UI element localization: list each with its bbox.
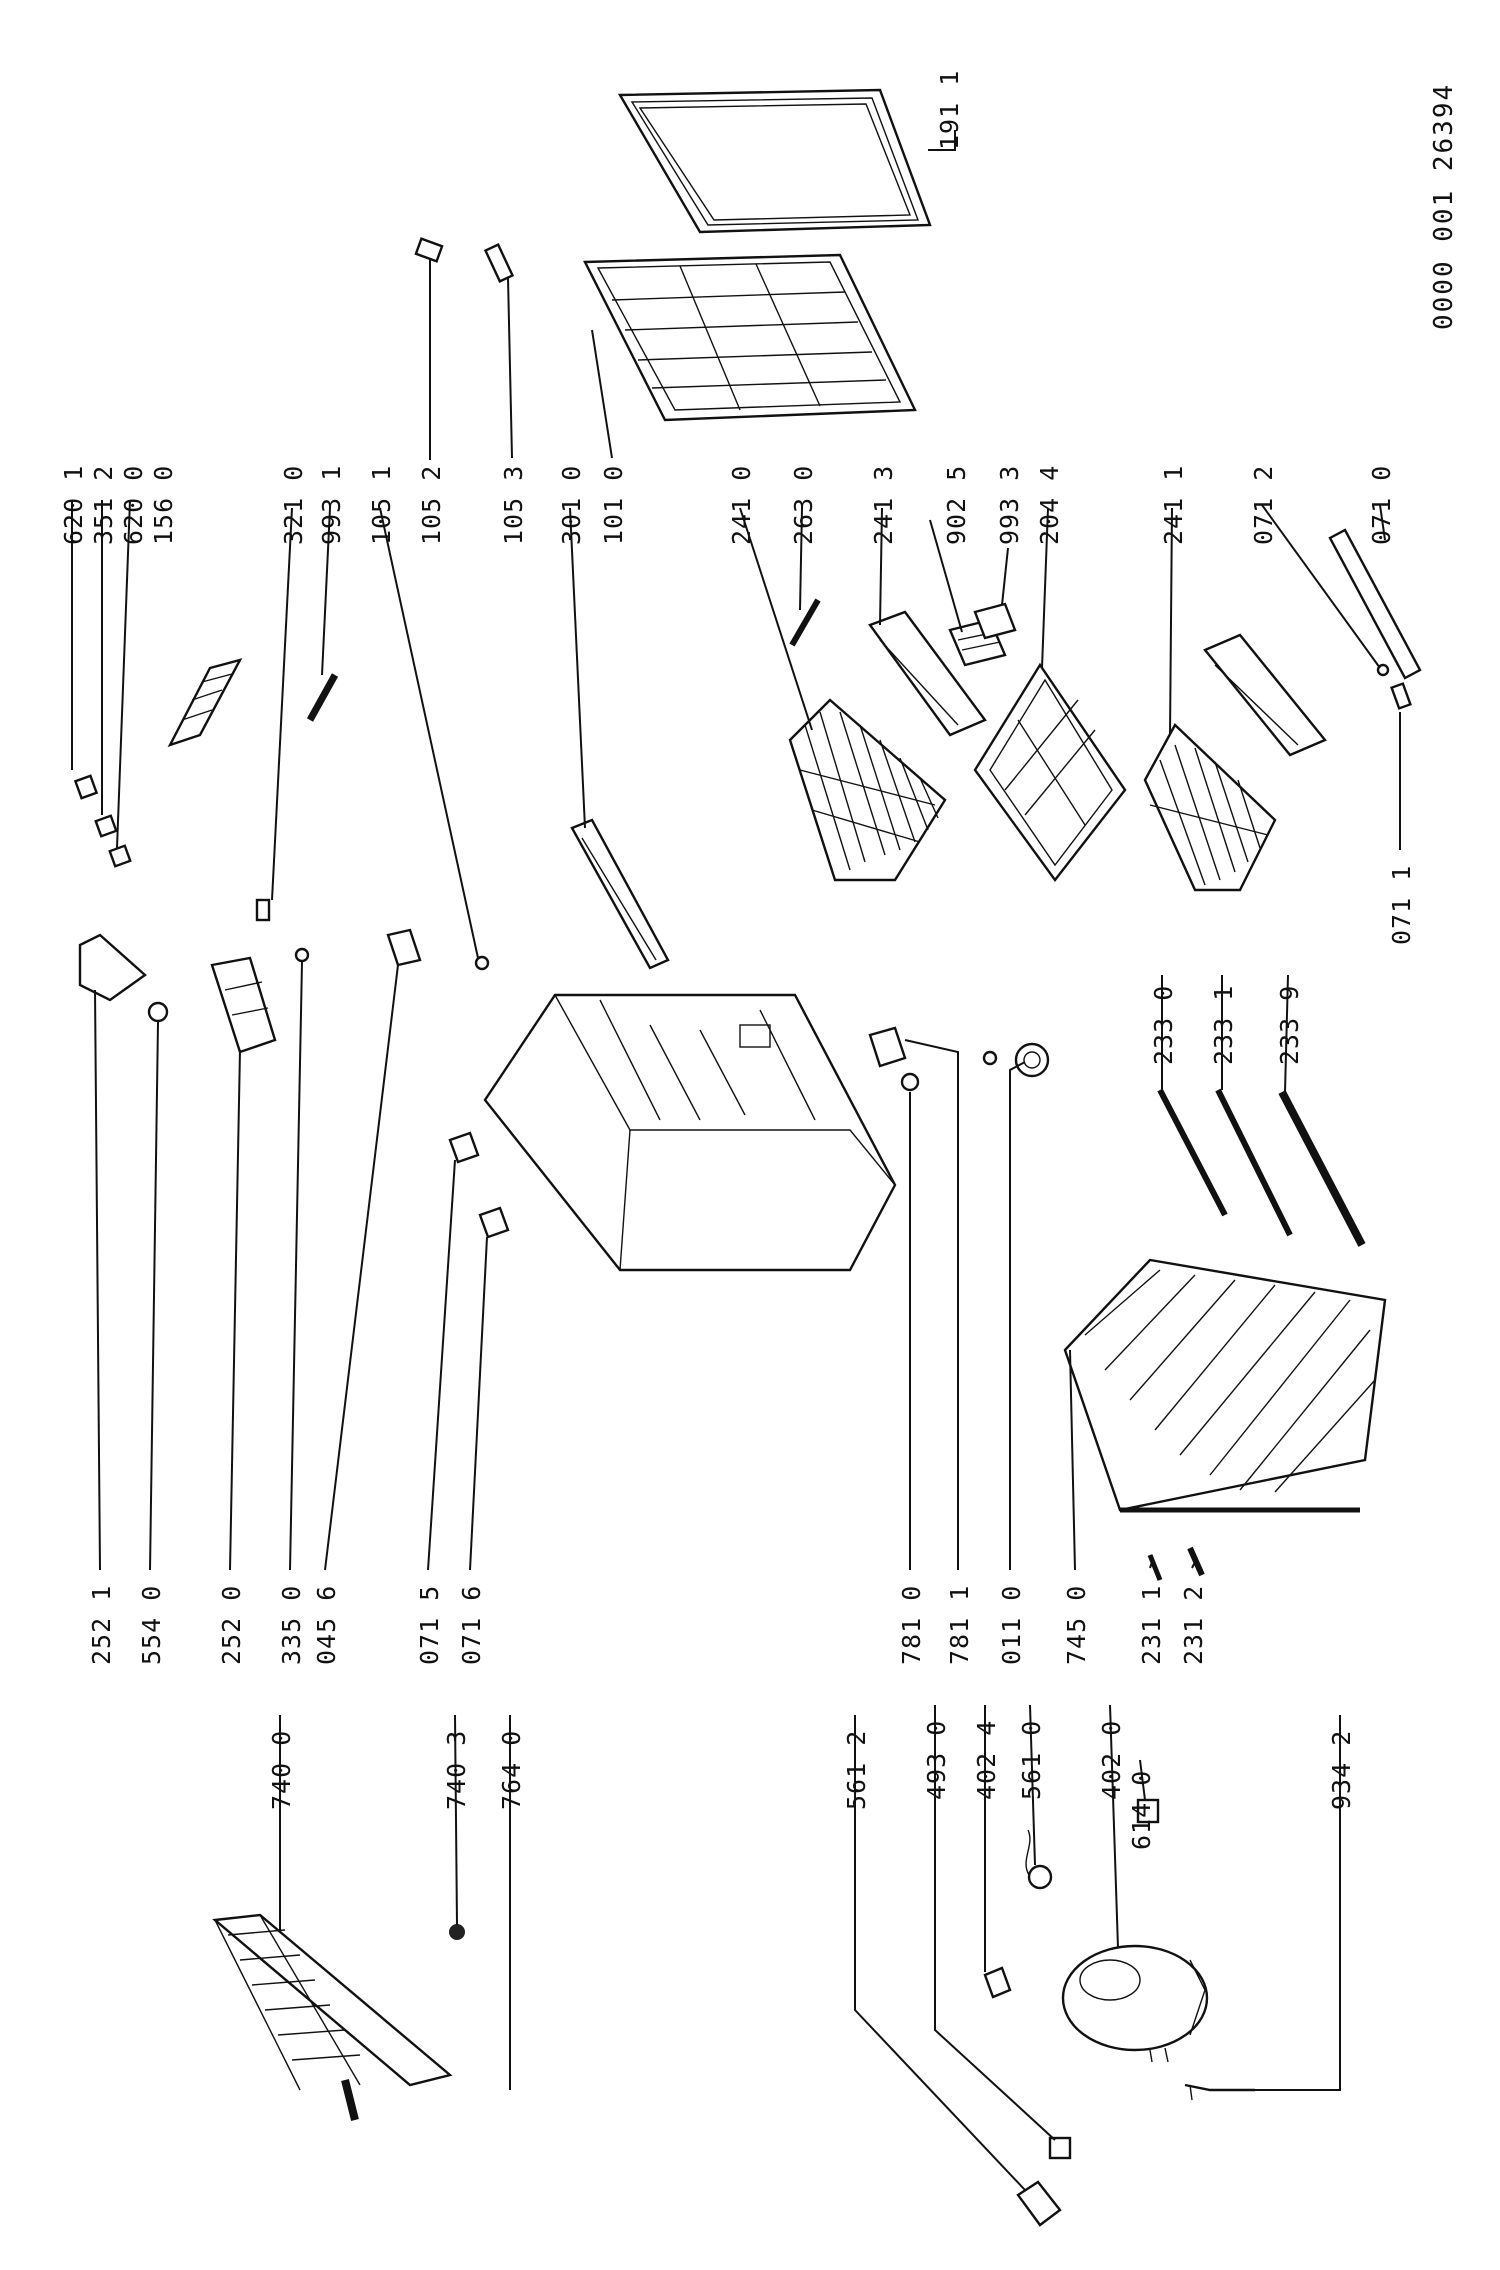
callout-561-2: 561 2 xyxy=(842,1730,871,1810)
part-clip-561-2 xyxy=(1016,2180,1062,2227)
part-fitting-321-0 xyxy=(255,898,271,922)
callout-231-2: 231 2 xyxy=(1179,1585,1208,1665)
callout-554-0: 554 0 xyxy=(137,1585,166,1665)
callout-781-0: 781 0 xyxy=(897,1585,926,1665)
part-ice-tray xyxy=(167,658,243,748)
part-plug-740-3 xyxy=(449,1924,465,1940)
callout-745-0: 745 0 xyxy=(1062,1585,1091,1665)
callout-902-5: 902 5 xyxy=(942,465,971,545)
part-small-071-5 xyxy=(448,1131,480,1164)
part-knob-781-0 xyxy=(900,1072,920,1092)
part-lamp-554-0 xyxy=(147,1001,169,1023)
part-evaporator xyxy=(1063,1258,1387,1513)
part-rails-233 xyxy=(1157,1088,1366,1247)
part-cabinet-body xyxy=(483,993,897,1272)
part-tray-right xyxy=(1203,633,1327,757)
callout-233-1: 233 1 xyxy=(1209,985,1238,1065)
callout-105-3: 105 3 xyxy=(499,465,528,545)
part-hardware-071 xyxy=(1328,528,1422,710)
callout-204-4: 204 4 xyxy=(1035,465,1064,545)
callout-614-0: 614 0 xyxy=(1127,1770,1156,1850)
callout-191-1: 191 1 xyxy=(935,70,964,150)
callout-493-0: 493 0 xyxy=(922,1720,951,1800)
part-plate-993-3 xyxy=(973,602,1017,640)
part-small-knobs xyxy=(73,774,132,868)
callout-071-6: 071 6 xyxy=(457,1585,486,1665)
part-wire-basket-241-1 xyxy=(1143,723,1277,892)
callout-263-0: 263 0 xyxy=(789,465,818,545)
part-screw-335-0 xyxy=(294,947,310,963)
callout-101-0: 101 0 xyxy=(599,465,628,545)
callout-781-1: 781 1 xyxy=(945,1585,974,1665)
callout-241-3: 241 3 xyxy=(869,465,898,545)
callout-252-0: 252 0 xyxy=(217,1585,246,1665)
callout-740-0: 740 0 xyxy=(267,1730,296,1810)
part-bracket-045-6 xyxy=(386,928,422,967)
part-hinge-105-2 xyxy=(414,237,444,263)
callout-233-0: 233 0 xyxy=(1149,985,1178,1065)
part-small-231 xyxy=(1147,1546,1205,1581)
callout-335-0: 335 0 xyxy=(277,1585,306,1665)
callout-934-2: 934 2 xyxy=(1327,1730,1356,1810)
callout-233-9: 233 9 xyxy=(1275,985,1304,1065)
callout-labels: 620 1 351 2 620 0 156 0 321 0 993 1 105 … xyxy=(59,70,1416,1850)
callout-045-6: 045 6 xyxy=(312,1585,341,1665)
part-capacitor-614-0 xyxy=(1136,1798,1160,1824)
callout-071-0: 071 0 xyxy=(1367,465,1396,545)
part-drawer-204-4 xyxy=(973,662,1127,882)
part-pipe-934-2 xyxy=(1184,2083,1255,2101)
leader-lines xyxy=(71,130,1401,2191)
part-condenser-coil xyxy=(212,1913,453,2121)
callout-105-1: 105 1 xyxy=(367,465,396,545)
callout-301-0: 301 0 xyxy=(557,465,586,545)
part-clip-781-1 xyxy=(868,1026,907,1068)
callout-231-1: 231 1 xyxy=(1137,1585,1166,1665)
callout-993-3: 993 3 xyxy=(995,465,1024,545)
part-hinge-105-3 xyxy=(483,243,515,283)
part-handle-bar xyxy=(570,818,670,970)
callout-071-2: 071 2 xyxy=(1249,465,1278,545)
callout-402-0: 402 0 xyxy=(1097,1720,1126,1800)
part-thermostat-housing xyxy=(210,956,277,1054)
callout-156-0: 156 0 xyxy=(149,465,178,545)
part-small-105-1 xyxy=(474,955,490,971)
part-wire-basket-241-0 xyxy=(788,698,947,882)
document-id: 0000 001 26394 xyxy=(1429,83,1459,330)
callout-351-2: 351 2 xyxy=(89,465,118,545)
callout-993-1: 993 1 xyxy=(317,465,346,545)
callout-321-0: 321 0 xyxy=(279,465,308,545)
part-foot-011-0 xyxy=(982,1042,1050,1078)
part-small-071-6 xyxy=(478,1206,510,1239)
callout-764-0: 764 0 xyxy=(497,1730,526,1810)
callout-071-5: 071 5 xyxy=(415,1585,444,1665)
callout-252-1: 252 1 xyxy=(87,1585,116,1665)
callout-241-1: 241 1 xyxy=(1159,465,1188,545)
part-relay-402-4 xyxy=(983,1966,1012,1999)
callout-105-2: 105 2 xyxy=(417,465,446,545)
part-door-gasket xyxy=(617,88,932,234)
callout-071-1: 071 1 xyxy=(1387,865,1416,945)
callout-561-0: 561 0 xyxy=(1017,1720,1046,1800)
part-bar-993-1 xyxy=(306,673,339,722)
part-cable-561-0 xyxy=(1025,1829,1053,1890)
callout-241-0: 241 0 xyxy=(727,465,756,545)
part-door-panel xyxy=(583,253,917,422)
part-bracket-493-0 xyxy=(1048,2136,1072,2160)
callout-740-3: 740 3 xyxy=(442,1730,471,1810)
callout-620-1: 620 1 xyxy=(59,465,88,545)
callout-620-0: 620 0 xyxy=(119,465,148,545)
callout-011-0: 011 0 xyxy=(997,1585,1026,1665)
part-tray-241-3 xyxy=(868,610,987,737)
part-thermostat-cover xyxy=(78,933,147,1002)
part-compressor xyxy=(1061,1944,1209,2063)
callout-402-4: 402 4 xyxy=(972,1720,1001,1800)
part-bar-263-0 xyxy=(789,598,821,647)
